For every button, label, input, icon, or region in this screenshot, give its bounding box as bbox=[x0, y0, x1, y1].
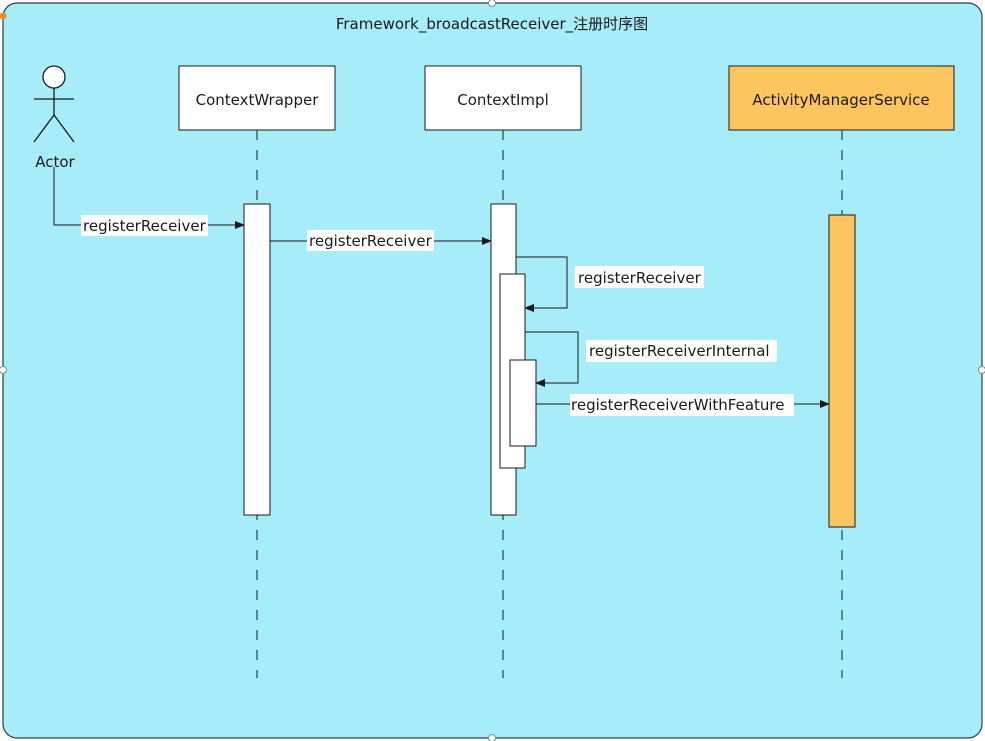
message-label-1: registerReceiver bbox=[83, 217, 207, 235]
resize-handle-top[interactable] bbox=[488, 0, 496, 7]
message-label-bg-2 bbox=[307, 230, 434, 251]
actor-label: Actor bbox=[35, 153, 75, 171]
actor-figure bbox=[33, 65, 75, 143]
message-label-bg-1 bbox=[81, 215, 208, 236]
diagram-title: Framework_broadcastReceiver_注册时序图 bbox=[336, 15, 648, 34]
message-label-2: registerReceiver bbox=[309, 232, 433, 250]
activation-context-impl-nested-2[interactable] bbox=[509, 359, 537, 447]
participant-box-context-wrapper[interactable] bbox=[178, 65, 336, 131]
message-label-bg-5 bbox=[570, 394, 794, 416]
activation-activity-manager-service[interactable] bbox=[828, 214, 856, 528]
participant-box-context-impl[interactable] bbox=[424, 65, 582, 131]
corner-anchor-dot[interactable] bbox=[0, 12, 7, 20]
resize-handle-bottom[interactable] bbox=[488, 734, 496, 741]
message-label-4: registerReceiverInternal bbox=[589, 342, 770, 360]
message-label-bg-3 bbox=[575, 266, 704, 288]
message-label-3: registerReceiver bbox=[578, 269, 702, 287]
actor-right-leg bbox=[53, 114, 75, 143]
message-label-5: registerReceiverWithFeature bbox=[571, 396, 784, 414]
participant-label-activity-manager-service: ActivityManagerService bbox=[752, 91, 929, 109]
participant-label-context-impl: ContextImpl bbox=[457, 91, 549, 109]
resize-handle-left[interactable] bbox=[0, 366, 7, 374]
actor-head bbox=[42, 65, 66, 89]
participant-label-context-wrapper: ContextWrapper bbox=[196, 91, 320, 109]
message-arrow-4[interactable] bbox=[525, 331, 579, 387]
message-arrow-3[interactable] bbox=[516, 256, 568, 312]
activation-context-wrapper[interactable] bbox=[243, 203, 271, 516]
resize-handle-right[interactable] bbox=[978, 366, 985, 374]
message-label-bg-4 bbox=[586, 340, 777, 362]
actor-left-leg bbox=[33, 114, 55, 143]
